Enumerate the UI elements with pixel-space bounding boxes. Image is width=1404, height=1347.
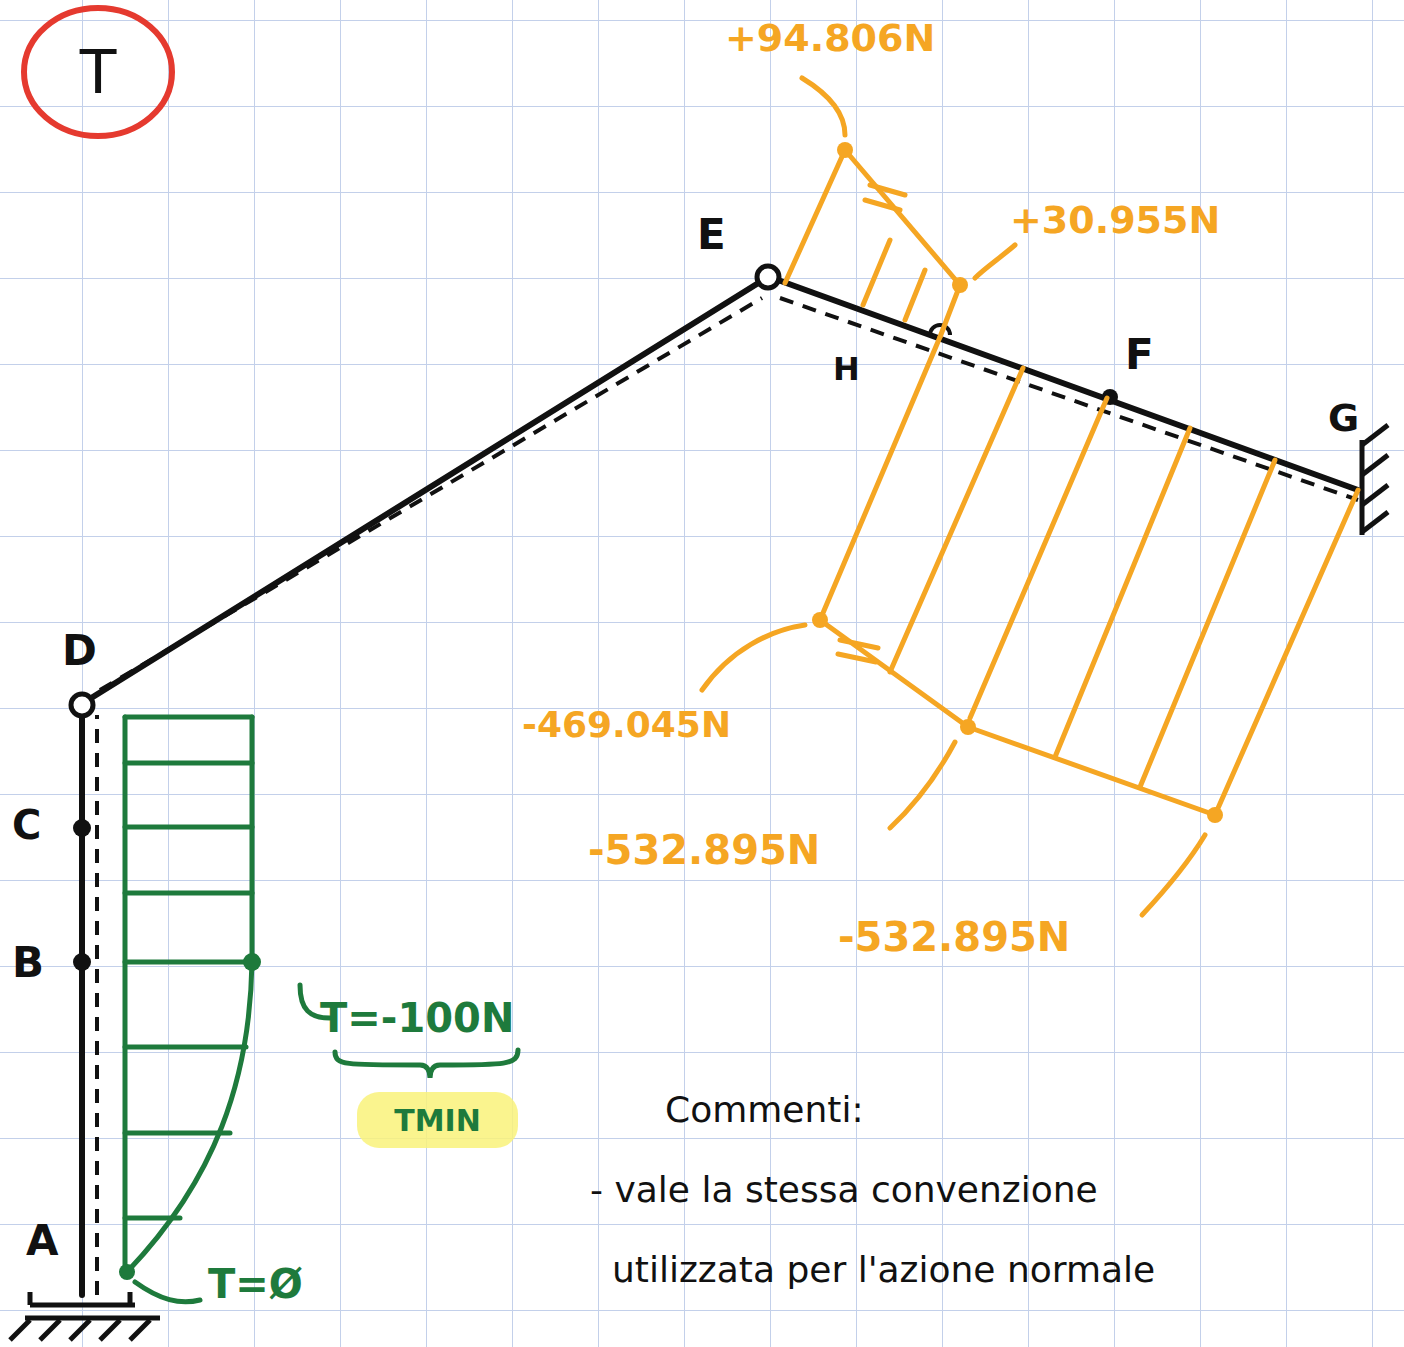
point-label: A <box>26 1218 59 1264</box>
value-label: +94.806N <box>725 18 935 60</box>
comment-text: Commenti: <box>665 1090 864 1130</box>
highlight-band: TMIN <box>355 1090 520 1150</box>
value-label: -469.045N <box>522 705 731 745</box>
value-label: -532.895N <box>838 915 1070 959</box>
comment-text: - vale la stessa convenzione <box>590 1170 1098 1210</box>
point-label: C <box>12 803 41 847</box>
point-label: F <box>1125 332 1154 378</box>
value-label: T=Ø <box>208 1262 303 1306</box>
node-text: TMIN <box>394 1103 481 1138</box>
comment-text: utilizzata per l'azione normale <box>612 1250 1155 1290</box>
point-label: D <box>62 628 97 674</box>
title-circle: T <box>20 4 176 140</box>
point-label: G <box>1328 398 1359 440</box>
node-text: T <box>80 37 117 107</box>
value-label: T=-100N <box>320 996 514 1040</box>
value-label: -532.895N <box>588 828 820 872</box>
point-label: B <box>12 940 44 986</box>
point-label: H <box>833 352 860 387</box>
point-label: E <box>697 212 726 258</box>
value-label: +30.955N <box>1010 200 1220 242</box>
